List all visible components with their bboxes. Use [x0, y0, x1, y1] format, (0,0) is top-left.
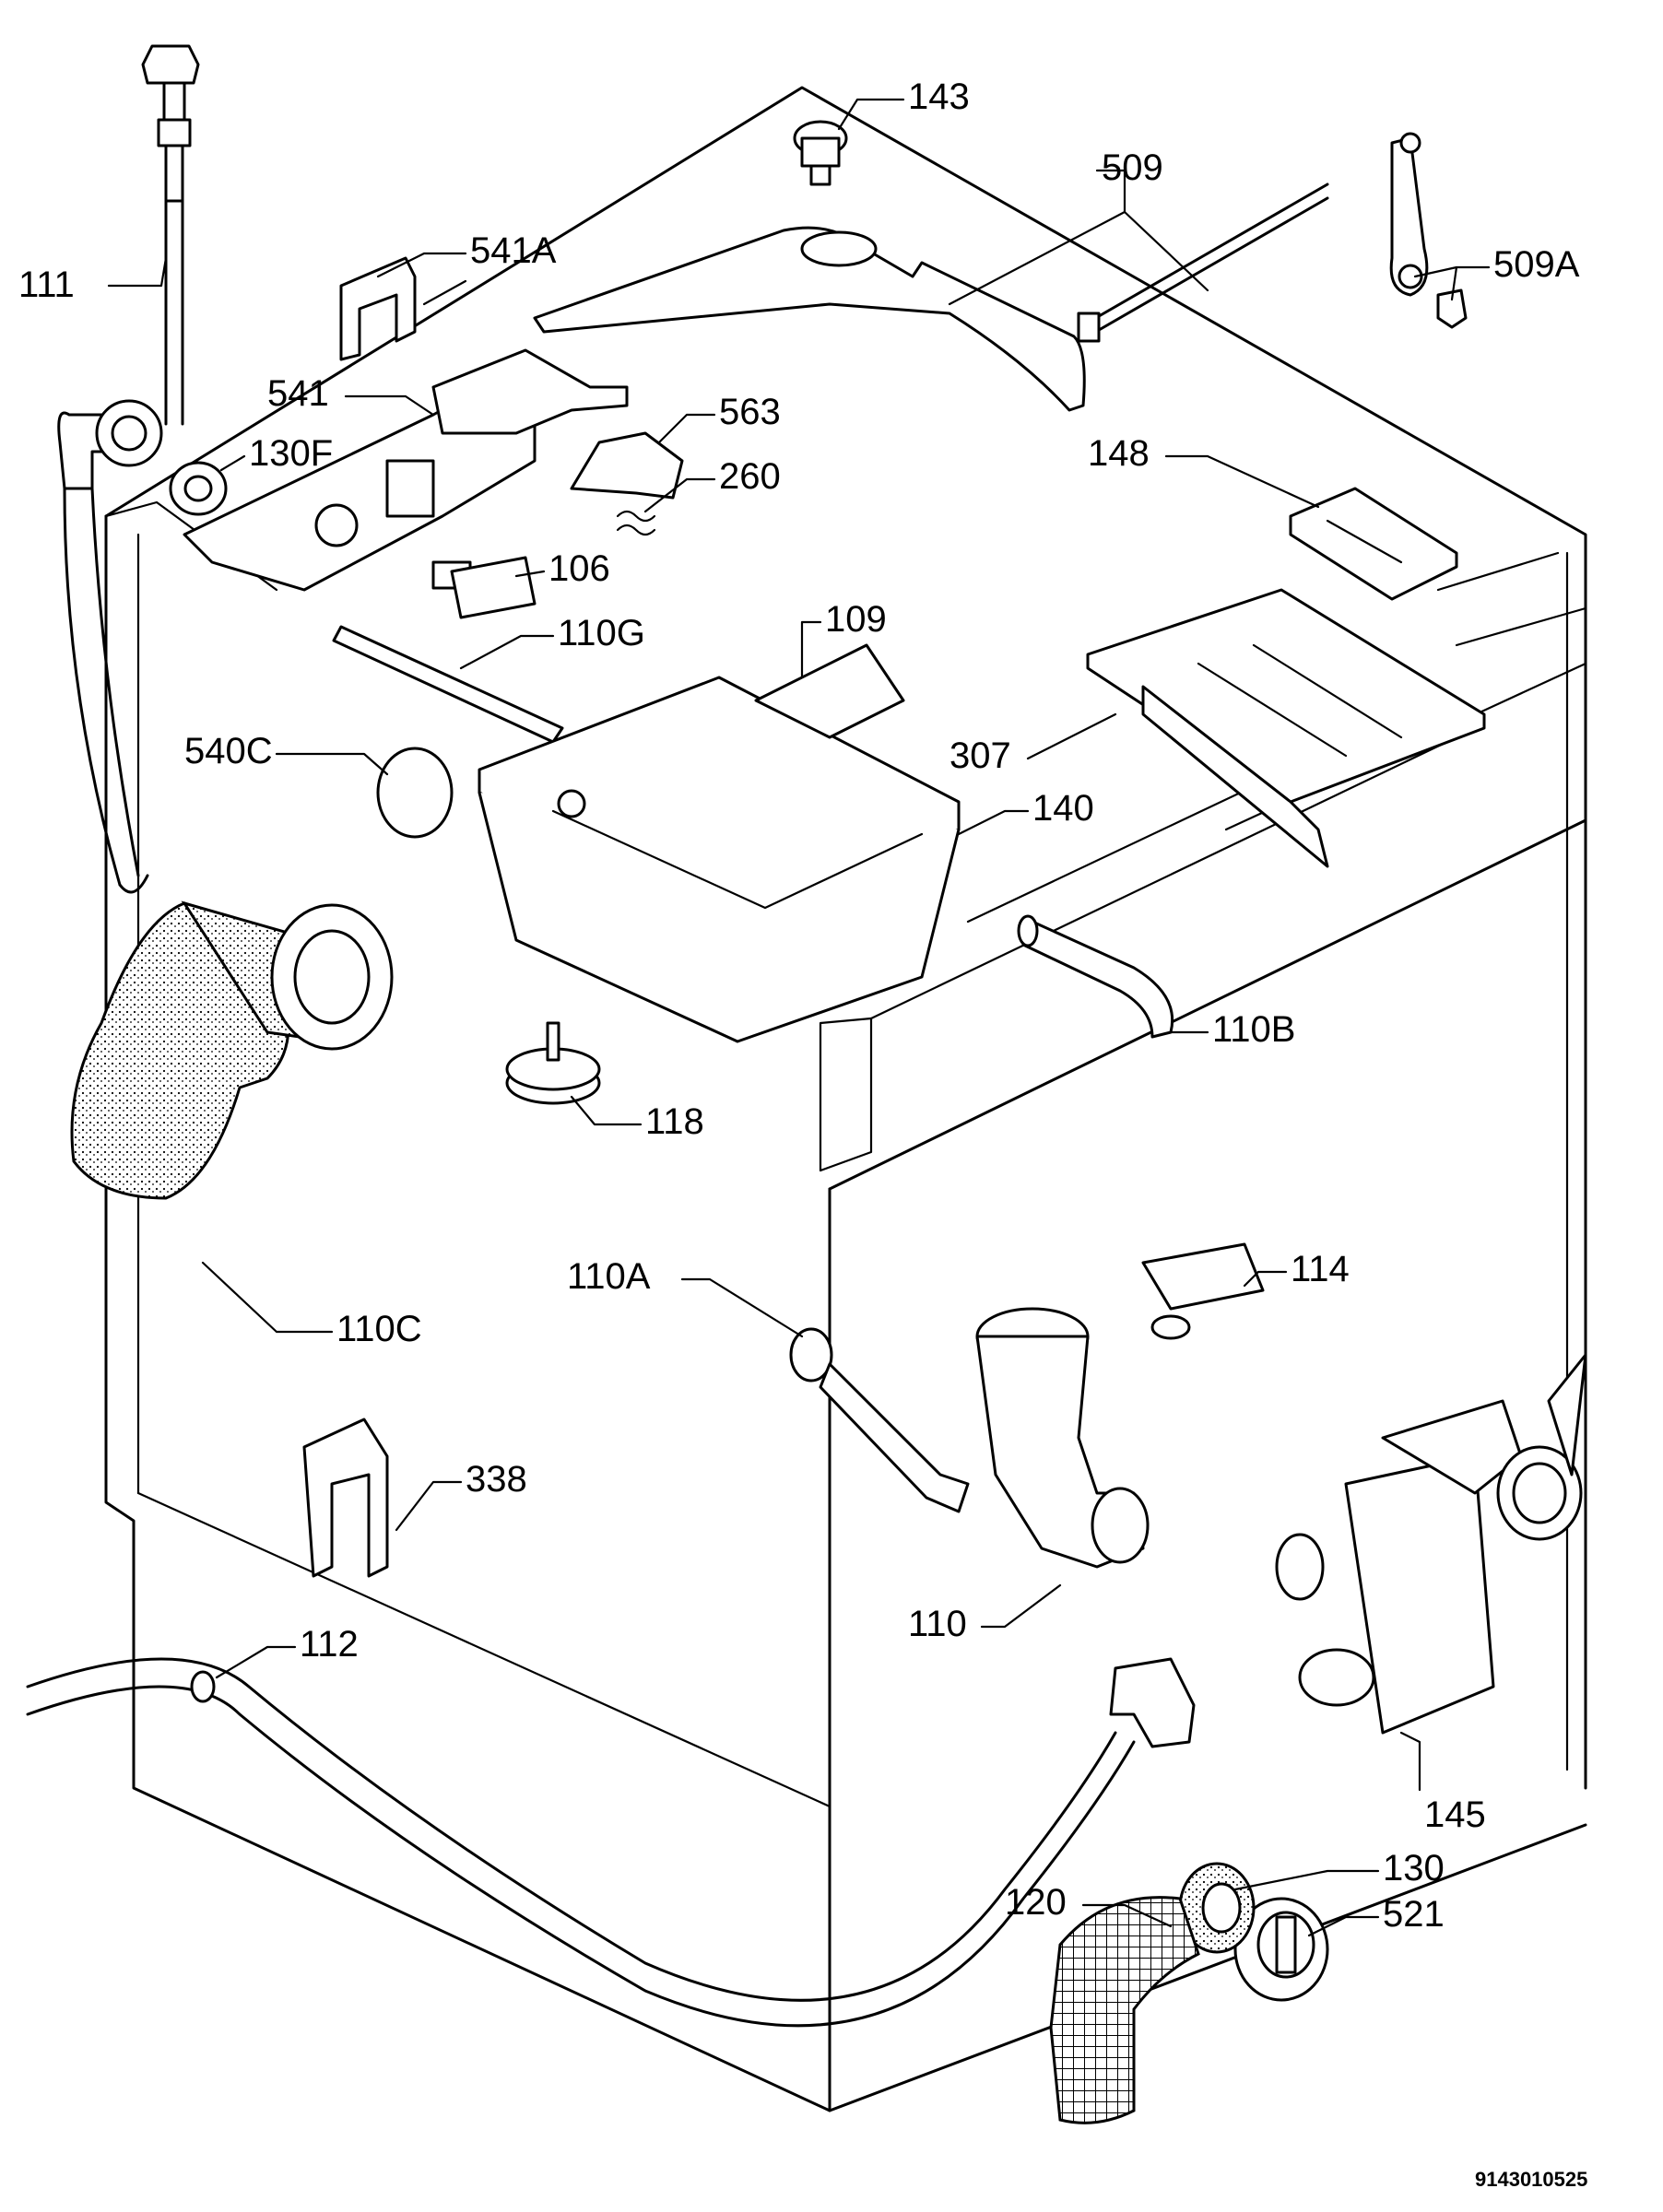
callout-521: 521 [1383, 1894, 1445, 1935]
callout-111: 111 [18, 265, 75, 305]
callout-541: 541 [267, 373, 329, 414]
ring-540c [376, 747, 454, 839]
clip-541a [339, 256, 417, 361]
dispenser-housing-140 [478, 643, 961, 1043]
callout-114: 114 [1291, 1249, 1350, 1289]
callout-labels: 111 541A 143 509 509A 541 130F 563 260 1… [18, 76, 1580, 1935]
callout-540c: 540C [184, 731, 273, 771]
filter-cap-521 [1233, 1897, 1329, 2002]
callout-143: 143 [908, 76, 970, 117]
callout-541a: 541A [470, 230, 557, 271]
callout-120: 120 [1005, 1882, 1067, 1923]
hose-clip-338 [302, 1418, 389, 1578]
guide-563 [570, 431, 684, 500]
callout-110: 110 [908, 1604, 967, 1644]
callout-118: 118 [645, 1101, 704, 1142]
drain-hose-112 [26, 1657, 1196, 2028]
seal-130 [1178, 1862, 1256, 1954]
leader-lines [107, 98, 1491, 1937]
float-118 [505, 1021, 601, 1105]
callout-509a: 509A [1493, 244, 1580, 285]
arm-509a [1389, 132, 1468, 329]
callout-110c: 110C [336, 1309, 422, 1349]
latch-106 [431, 556, 537, 619]
hose-110a [789, 1327, 970, 1513]
sump-hose-110 [975, 1307, 1150, 1569]
callout-106: 106 [548, 548, 610, 589]
hose-110b [1017, 914, 1174, 1039]
hose-110g [332, 625, 564, 744]
callout-338: 338 [466, 1459, 527, 1500]
dispenser-drawer-307 [1086, 588, 1486, 868]
callout-307: 307 [949, 735, 1011, 776]
callout-145: 145 [1424, 1794, 1486, 1835]
callout-112: 112 [300, 1624, 359, 1665]
callout-148: 148 [1088, 433, 1150, 474]
callout-563: 563 [719, 392, 781, 432]
callout-130f: 130F [249, 433, 333, 474]
valve-bracket-541 [183, 348, 629, 592]
filter-hose-120 [1049, 1896, 1200, 2124]
callout-260: 260 [719, 456, 781, 497]
spring-260 [616, 510, 656, 536]
pump-145 [1275, 1353, 1587, 1735]
callout-140: 140 [1032, 788, 1094, 829]
callout-110b: 110B [1212, 1009, 1295, 1050]
inlet-hose-111 [141, 44, 200, 426]
callout-110a: 110A [567, 1256, 651, 1297]
drawer-handle-148 [1289, 487, 1458, 601]
bellows-110c [70, 900, 394, 1200]
knob-143 [793, 120, 848, 186]
callout-110g: 110G [558, 613, 645, 653]
callout-130: 130 [1383, 1848, 1445, 1888]
callout-509: 509 [1102, 147, 1163, 188]
callout-109: 109 [825, 599, 887, 640]
inlet-hose-elbow [57, 399, 163, 894]
pressure-switch-114 [1141, 1242, 1265, 1340]
lever-509 [533, 182, 1329, 412]
seal-130f [169, 461, 228, 516]
drawing-number: 9143010525 [1475, 2168, 1587, 2191]
